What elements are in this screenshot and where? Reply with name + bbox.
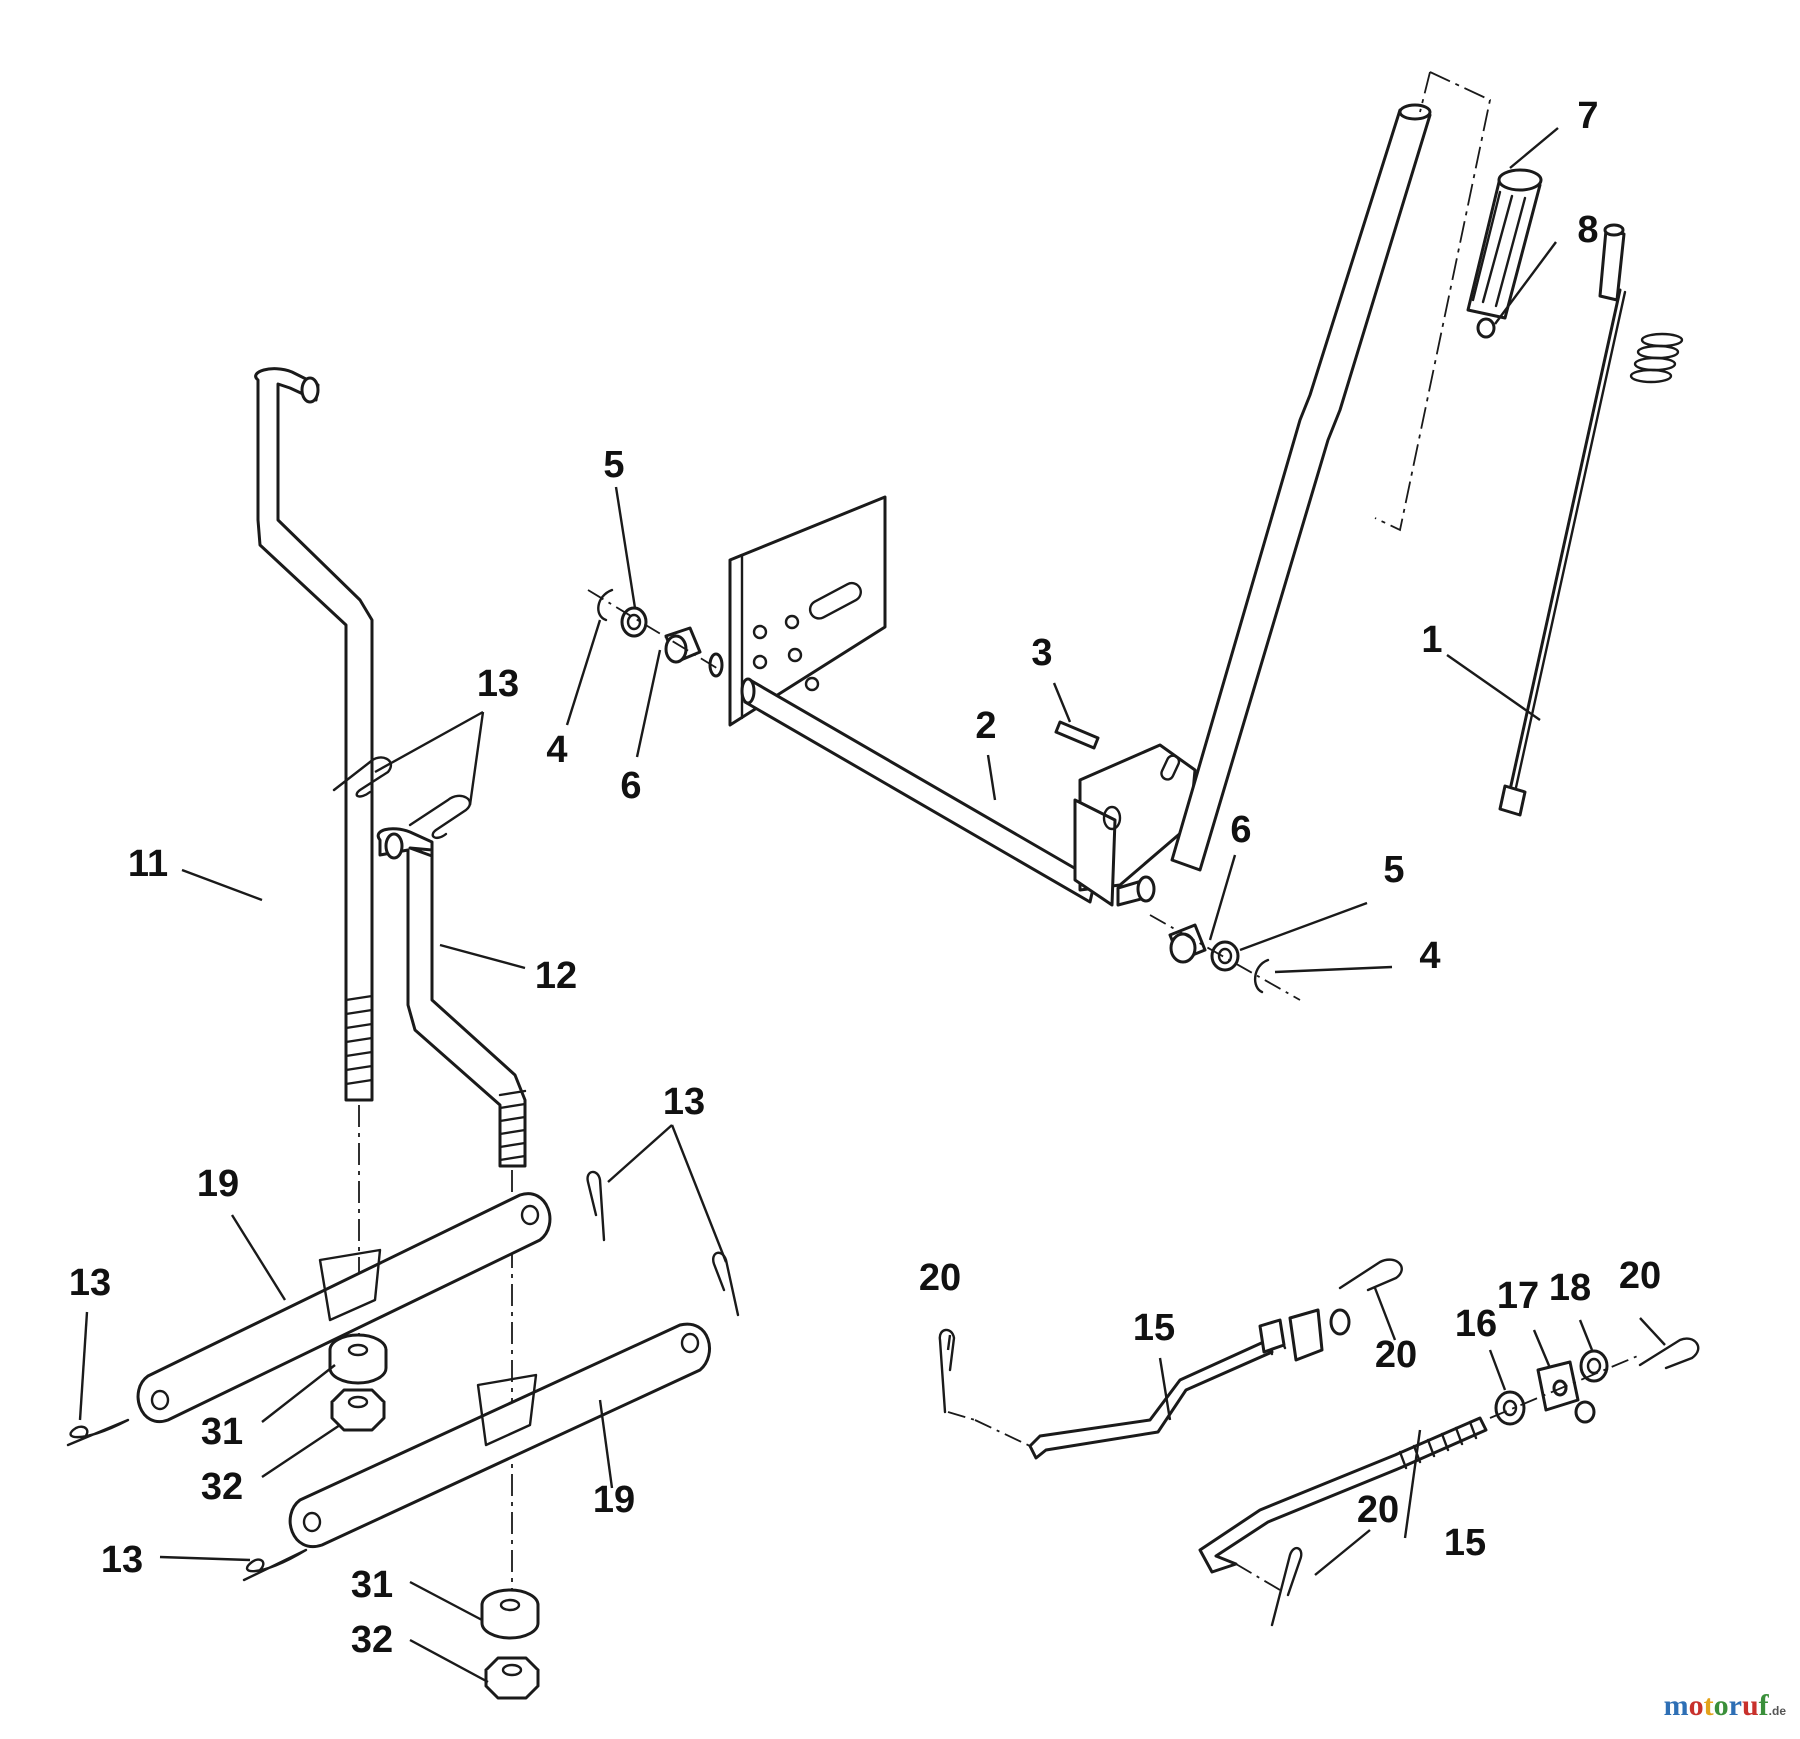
callout-5-left: 5: [603, 444, 624, 486]
control-rod: [1498, 223, 1684, 817]
callout-32-left: 32: [201, 1466, 243, 1508]
hairpin-clip-9: [1638, 1337, 1700, 1370]
grip-cap: [1476, 317, 1496, 339]
leader-lines: [78, 127, 1666, 1684]
hairpin-clip-6: [242, 1548, 308, 1582]
lift-arm-lower: [288, 1322, 711, 1549]
trunnion-centerline: [1489, 1354, 1641, 1419]
callout-11: 11: [128, 843, 168, 885]
jam-nut: [1494, 1390, 1526, 1426]
spacer-left: [328, 1333, 388, 1385]
callout-19-upper: 19: [197, 1163, 239, 1205]
callout-labels: 7 8 1 3 2 5 4 6 6 5 4 13 11 12 13 19 13 …: [69, 95, 1661, 1661]
callout-15-upper: 15: [1133, 1307, 1175, 1349]
callout-3: 3: [1031, 632, 1052, 674]
nut-left: [330, 1388, 386, 1432]
callout-13-bottom: 13: [101, 1539, 143, 1581]
hairpin-clip-3: [586, 1170, 606, 1242]
adjust-rod-lower: [1198, 1416, 1488, 1591]
callout-6-right: 6: [1230, 809, 1251, 851]
callout-6-left: 6: [620, 765, 641, 807]
callout-20-mid: 20: [1375, 1334, 1417, 1376]
trunnion-block: [1536, 1360, 1596, 1424]
lower-rod-thread: [1398, 1420, 1478, 1470]
watermark-suffix: .de: [1768, 1704, 1786, 1718]
lift-link-left: [254, 367, 374, 1102]
hairpin-clip-2: [408, 794, 472, 840]
lift-shaft-assembly: [708, 495, 1197, 907]
callout-7: 7: [1577, 95, 1598, 137]
left-shaft-hardware: [587, 588, 721, 671]
callout-16: 16: [1455, 1303, 1497, 1345]
lift-link-right: [376, 827, 527, 1168]
callout-12: 12: [535, 955, 577, 997]
callout-4-right: 4: [1419, 935, 1440, 977]
nut-right: [484, 1656, 540, 1700]
rod-spring: [1629, 332, 1684, 384]
callout-13-mid: 13: [663, 1081, 705, 1123]
adjust-rod-upper: [974, 1308, 1351, 1460]
lock-nut: [1579, 1349, 1609, 1383]
lift-arm-upper: [136, 1192, 552, 1424]
callout-8: 8: [1577, 209, 1598, 251]
callout-17: 17: [1497, 1275, 1539, 1317]
hairpin-clip-7: [938, 1328, 976, 1421]
callout-20-right: 20: [1619, 1255, 1661, 1297]
callout-13-left: 13: [69, 1262, 111, 1304]
spacer-right: [480, 1588, 540, 1640]
right-shaft-hardware: [1149, 914, 1301, 1001]
hairpin-clip-1: [332, 756, 393, 798]
callout-5-right: 5: [1383, 849, 1404, 891]
callout-20-bottom: 20: [1357, 1489, 1399, 1531]
hairpin-clip-5: [66, 1418, 130, 1447]
callout-2: 2: [975, 705, 996, 747]
callout-15-lower: 15: [1444, 1522, 1486, 1564]
roll-pin: [1054, 720, 1100, 750]
callout-13-top: 13: [477, 663, 519, 705]
lift-handle-tube: [1160, 71, 1492, 872]
callout-31-left: 31: [201, 1411, 243, 1453]
callout-32-right: 32: [351, 1619, 393, 1661]
watermark-logo: motoruf.de: [1664, 1689, 1786, 1723]
watermark-text: motoruf: [1663, 1689, 1769, 1722]
callout-20-left: 20: [919, 1257, 961, 1299]
hairpin-clip-10: [1270, 1546, 1303, 1627]
upper-rod-block: [1258, 1308, 1351, 1362]
callout-1: 1: [1421, 619, 1442, 661]
right-link-thread: [498, 1089, 527, 1162]
callout-18: 18: [1549, 1267, 1591, 1309]
hairpin-clip-8: [1338, 1258, 1403, 1292]
callout-31-right: 31: [351, 1564, 393, 1606]
callout-19-lower: 19: [593, 1479, 635, 1521]
left-link-thread: [344, 994, 374, 1086]
callout-4-left: 4: [546, 729, 567, 771]
handle-grip: [1466, 168, 1543, 320]
